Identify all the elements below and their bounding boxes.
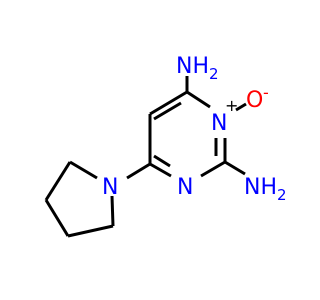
bond-c-ch-outer	[149, 90, 188, 116]
bond-n-o	[235, 102, 247, 112]
bond-n-oxide-c	[186, 90, 211, 109]
bond-c-nh2-right	[224, 160, 246, 176]
atom-nh2-top: NH2	[176, 54, 219, 83]
bond-c-ch-inner	[153, 101, 182, 121]
bond-pyr-n-c1	[69, 160, 98, 180]
atom-oxide-o: O	[246, 88, 263, 113]
atom-labels: NH2 N + O - N NH2 N	[102, 54, 287, 204]
atom-n-oxide-charge: +	[225, 96, 238, 115]
bond-c-n-pyrrolidine	[126, 162, 151, 180]
bonds	[44, 76, 247, 238]
bond-n-lower-c	[200, 160, 226, 178]
bond-pyr-c4-n	[110, 195, 115, 227]
atom-n-lower: N	[177, 175, 193, 200]
bond-c-n-lower-inner	[153, 154, 171, 168]
atom-nh2-right: NH2	[244, 175, 287, 204]
atom-n-oxide: N	[211, 111, 227, 136]
bond-pyr-c3-c4	[67, 224, 114, 238]
chemical-structure-diagram: NH2 N + O - N NH2 N	[44, 54, 287, 238]
atom-n-pyrrolidine: N	[102, 175, 118, 200]
bond-pyr-c1-c2	[44, 161, 72, 201]
bond-c-n-lower-outer	[149, 162, 172, 178]
atom-oxide-charge: -	[263, 83, 269, 102]
bond-pyr-c2-c3	[44, 199, 70, 237]
